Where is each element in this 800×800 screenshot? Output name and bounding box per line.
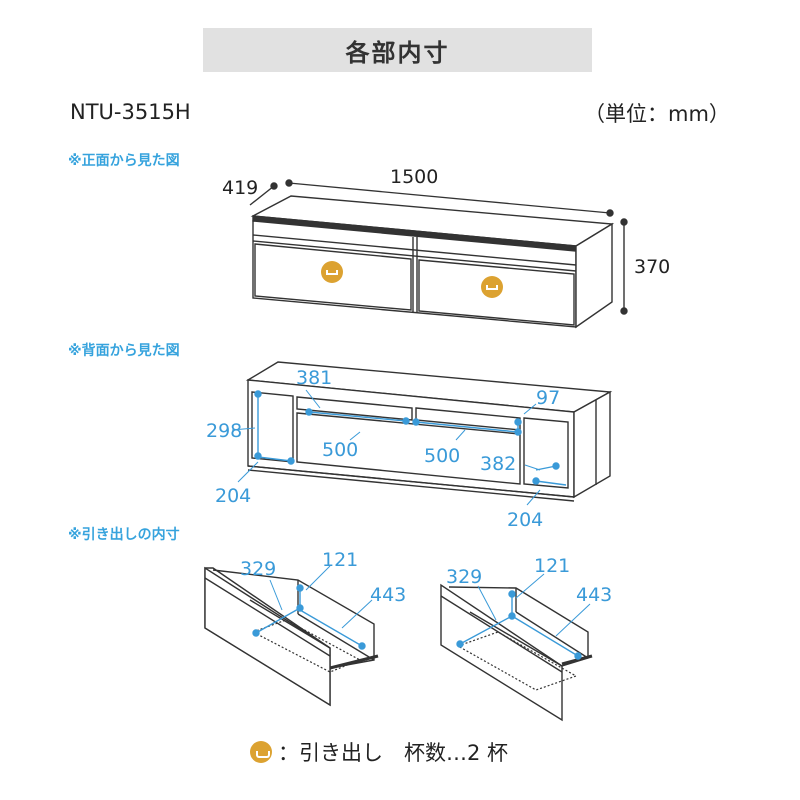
front-depth-label: 419 [222,177,258,199]
legend: ：引き出し 杯数…2 杯 [250,737,508,767]
back-dim-500-left: 500 [322,439,358,461]
drawer-right-width: 329 [446,566,482,588]
drawer-left-width: 329 [240,558,276,580]
back-dim-204-left: 204 [215,485,251,507]
drawer-handle-icon [250,741,272,763]
back-dim-97: 97 [536,387,560,409]
front-height-label: 370 [634,256,670,278]
back-dim-500-right: 500 [424,445,460,467]
drawer-left-depth: 443 [370,584,406,606]
back-dim-381: 381 [296,367,332,389]
drawer-right [440,583,593,722]
section-back-label: ※背面から見た図 [68,343,180,359]
back-dim-204-right: 204 [507,509,543,531]
back-view [245,361,613,502]
section-drawer-label: ※引き出しの内寸 [68,527,180,543]
drawer-right-height: 121 [534,555,570,577]
drawer-right-dim-marks [456,573,591,660]
legend-text: ：引き出し 杯数…2 杯 [278,741,509,765]
drawer-left [204,566,379,707]
drawer-left-dim-marks [252,565,373,650]
model-number: NTU-3515H [70,100,191,124]
back-dimension-marks [231,389,567,506]
section-front-label: ※正面から見た図 [68,153,180,169]
drawer-right-depth: 443 [576,584,612,606]
unit-label: （単位：mm） [584,102,730,126]
front-width-label: 1500 [390,166,438,188]
back-dim-382: 382 [480,453,516,475]
front-view [249,179,628,329]
back-dim-298: 298 [206,420,242,442]
page-title: 各部内寸 [203,28,592,72]
drawer-left-height: 121 [322,549,358,571]
